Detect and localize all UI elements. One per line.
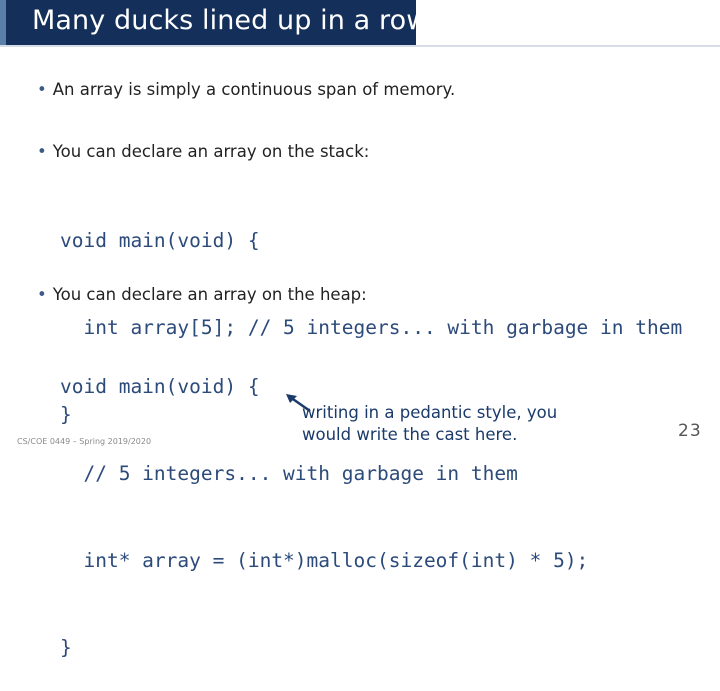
page-number: 23 [678, 421, 702, 441]
code-line: void main(void) { [60, 229, 260, 252]
code-line: } [60, 636, 72, 659]
code-line: // 5 integers... with garbage in them [60, 462, 518, 485]
code-line: } [60, 403, 72, 426]
slide-title: Many ducks lined up in a row [32, 5, 429, 36]
footer-course: CS/COE 0449 – Spring 2019/2020 [17, 437, 152, 446]
bullet-dot: • [37, 80, 47, 99]
code-line: int array[5]; // 5 integers... with garb… [60, 316, 683, 339]
annotation-arrow-icon [286, 394, 311, 413]
bullet-dot: • [37, 285, 47, 304]
bullet-array-definition: • An array is simply a continuous span of… [37, 80, 455, 99]
bullet-stack: • You can declare an array on the stack: [37, 142, 369, 161]
bullet-text: You can declare an array on the stack: [52, 142, 370, 161]
annotation-line: would write the cast here. [302, 425, 518, 444]
code-block-stack: void main(void) { int array[5]; // 5 int… [60, 168, 682, 458]
bullet-dot: • [37, 142, 47, 161]
cast-annotation: writing in a pedantic style, you would w… [302, 402, 557, 446]
code-block-heap: void main(void) { // 5 integers... with … [60, 314, 588, 691]
title-divider [0, 45, 720, 47]
bullet-heap: • You can declare an array on the heap: [37, 285, 367, 304]
code-line: void main(void) { [60, 375, 260, 398]
bullet-text: An array is simply a continuous span of … [52, 80, 456, 99]
title-bar-accent [416, 0, 419, 46]
code-line: int* array = (int*)malloc(sizeof(int) * … [60, 549, 589, 572]
bullet-text: You can declare an array on the heap: [52, 285, 367, 304]
annotation-line: writing in a pedantic style, you [302, 403, 558, 422]
title-bar: Many ducks lined up in a row [0, 0, 428, 46]
